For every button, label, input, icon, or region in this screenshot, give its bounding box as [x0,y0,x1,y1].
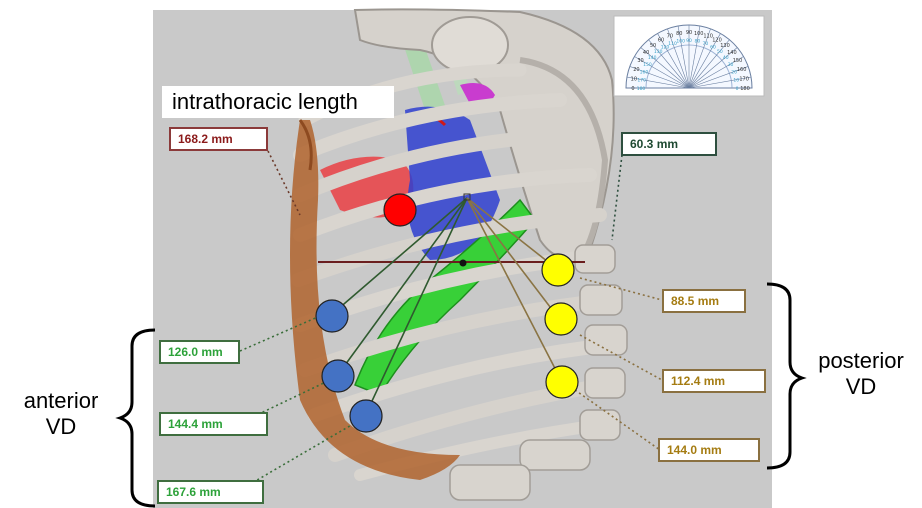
protractor-outer-tick: 70 [667,33,673,39]
protractor-inner-tick: 20 [731,70,737,76]
anterior-measure-label-3: 167.6 mm [157,480,264,504]
anterior-vd-line1: anterior [2,388,120,414]
posterior-measure-label-2: 112.4 mm [662,369,766,393]
protractor-outer-tick: 180 [740,86,750,92]
posterior-vd-label: posterior VD [802,348,920,400]
protractor-outer-tick: 50 [650,43,656,49]
intrathoracic-measure-label: 168.2 mm [169,127,268,151]
protractor-outer-tick: 90 [686,30,692,36]
protractor-inner-tick: 50 [717,49,723,55]
protractor-outer-tick: 10 [631,76,637,82]
protractor-outer-tick: 20 [633,67,639,73]
yellow-marker-1 [542,254,574,286]
posterior-vd-line2: VD [802,374,920,400]
protractor-outer-tick: 160 [737,67,747,73]
protractor-outer-tick: 0 [631,86,634,92]
posterior-top-measure-label: 60.3 mm [621,132,717,156]
blue-marker-2 [322,360,354,392]
protractor-inner-tick: 30 [728,62,734,68]
anterior-vd-line2: VD [2,414,120,440]
protractor-outer-tick: 170 [739,76,749,82]
intrathoracic-title: intrathoracic length [162,86,394,118]
anterior-vd-label: anterior VD [2,388,120,440]
posterior-measure-label-3: 144.0 mm [658,438,760,462]
red-marker [384,194,416,226]
protractor-inner-tick: 70 [703,41,709,47]
protractor-outer-tick: 40 [643,50,649,56]
anterior-measure-label-1: 126.0 mm [159,340,240,364]
protractor-inner-tick: 90 [686,38,692,44]
protractor-inner-tick: 80 [694,39,700,45]
posterior-vd-line1: posterior [802,348,920,374]
protractor-outer-tick: 60 [658,38,664,44]
anterior-bracket [120,330,155,506]
blue-marker-1 [316,300,348,332]
yellow-marker-2 [545,303,577,335]
protractor-outer-tick: 100 [694,31,704,37]
protractor-outer-tick: 80 [676,31,682,37]
protractor-inner-tick: 170 [637,78,646,84]
protractor-inner-tick: 60 [710,44,716,50]
protractor-outer-tick: 150 [733,58,743,64]
protractor-inner-tick: 150 [643,62,652,68]
protractor-inner-tick: 10 [733,78,739,84]
posterior-bracket [767,284,802,468]
protractor-inner-tick: 0 [736,86,739,92]
protractor-inner-tick: 140 [648,55,657,61]
protractor-inner-tick: 100 [676,39,685,45]
yellow-marker-3 [546,366,578,398]
protractor-outer-tick: 140 [727,50,737,56]
protractor-inner-tick: 160 [640,70,649,76]
center-point [460,260,467,267]
protractor-inner-tick: 40 [723,55,729,61]
protractor-outer-tick: 130 [720,43,730,49]
posterior-measure-label-1: 88.5 mm [662,289,746,313]
protractor-inner-tick: 180 [637,86,646,92]
anterior-measure-label-2: 144.4 mm [159,412,268,436]
blue-marker-3 [350,400,382,432]
